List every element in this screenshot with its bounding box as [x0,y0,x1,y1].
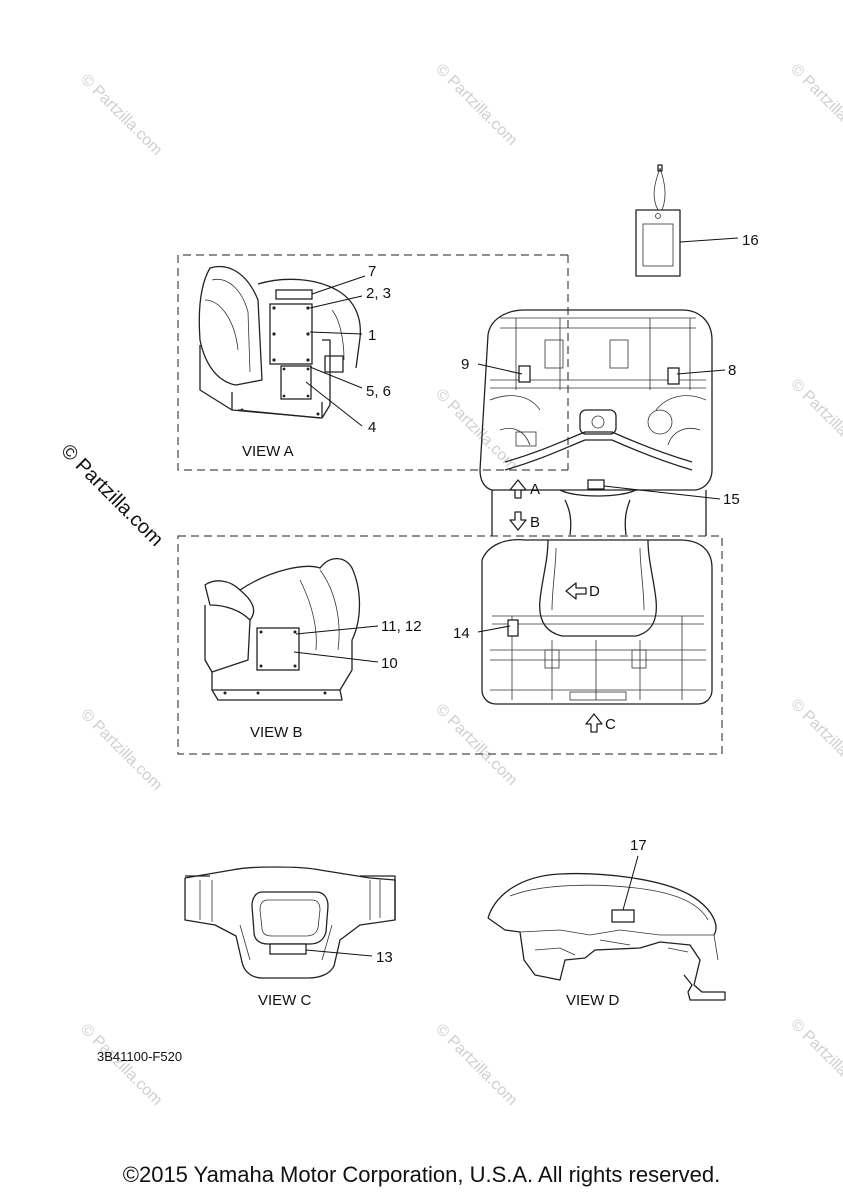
drawing-code: 3B41100-F520 [97,1049,183,1064]
callout-4: 4 [368,419,376,436]
callout-11-12: 11, 12 [381,618,422,635]
atv-leaders [477,363,726,633]
label-4 [280,365,312,400]
callout-1: 1 [368,327,376,344]
callout-13: 13 [376,949,393,966]
callout-15: 15 [723,491,740,508]
svg-text:A: A [530,481,540,498]
view-a-label: VIEW A [242,443,294,460]
label-1 [269,303,313,365]
atv-top-view [479,309,713,705]
view-d-label: VIEW D [566,992,620,1009]
view-c-label: VIEW C [258,992,312,1009]
label-15 [587,479,605,490]
background-watermarks: © Partzilla.com © Partzilla.com © Partzi… [77,61,843,1109]
watermark: © Partzilla.com [787,376,843,464]
watermark: © Partzilla.com [432,1021,520,1109]
label-7 [275,289,313,300]
watermark: © Partzilla.com [787,696,843,784]
view-arrow-d: D [565,582,600,600]
view-b-label: VIEW B [250,724,303,741]
view-a-leaders [305,275,366,427]
view-a-frame [177,254,569,471]
watermark: © Partzilla.com [77,1021,165,1109]
svg-text:C: C [605,716,616,733]
label-17 [611,909,635,923]
callout-16: 16 [742,232,759,249]
view-c-front-cover [184,866,396,979]
callout-10: 10 [381,655,398,672]
view-d-under-seat [487,855,726,1001]
view-arrow-b: B [509,511,540,531]
view-b-frame [177,535,723,755]
label-14 [507,619,519,637]
label-13 [269,943,307,955]
callout-5-6: 5, 6 [366,383,391,400]
callout-2-3: 2, 3 [366,285,391,302]
watermark: © Partzilla.com [77,706,165,794]
label-10 [256,627,300,671]
view-b-side-panel [204,557,379,701]
copyright-notice: ©2015 Yamaha Motor Corporation, U.S.A. A… [122,1162,721,1187]
view-a-side-panel [198,266,361,419]
callout-9: 9 [461,356,469,373]
view-arrow-a: A [509,479,540,499]
hang-tag-16 [635,164,739,277]
label-8 [667,367,680,385]
svg-text:B: B [530,514,540,531]
callout-17: 17 [630,837,647,854]
callout-7: 7 [368,263,376,280]
view-arrow-c: C [585,713,616,733]
watermark: © Partzilla.com [787,61,843,149]
watermark: © Partzilla.com [432,701,520,789]
watermark: © Partzilla.com [77,71,165,159]
watermark: © Partzilla.com [432,61,520,149]
watermark: © Partzilla.com [787,1016,843,1104]
label-9 [518,365,531,383]
svg-text:D: D [589,583,600,600]
callout-8: 8 [728,362,736,379]
callout-14: 14 [453,625,470,642]
